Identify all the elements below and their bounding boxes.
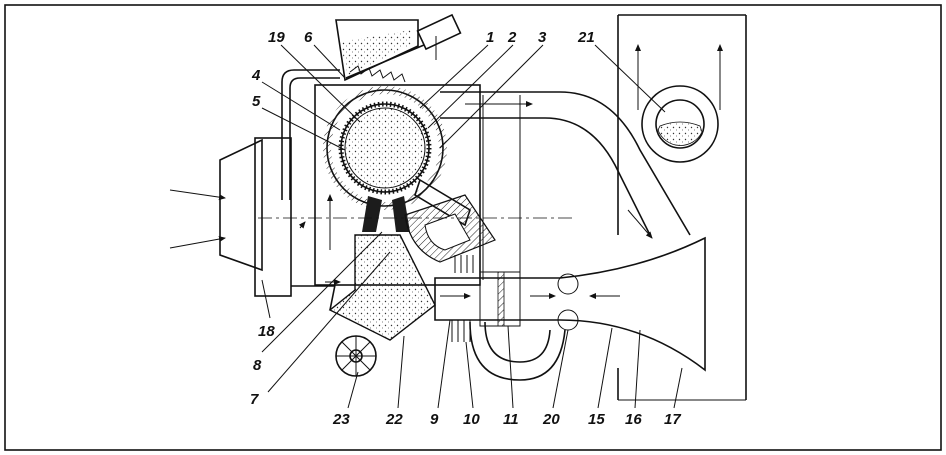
rotary-drum (323, 86, 447, 210)
outer-frame (4, 4, 942, 451)
label-9: 9 (430, 411, 439, 428)
exhaust-stack (617, 14, 747, 401)
label-16: 16 (625, 411, 642, 428)
leader-lines (261, 44, 683, 409)
label-4: 4 (251, 67, 261, 84)
label-5: 5 (252, 93, 261, 110)
feed-pipe (281, 69, 340, 200)
upper-duct (440, 91, 691, 280)
label-19: 19 (268, 29, 285, 46)
label-2: 2 (507, 29, 517, 46)
part-labels: 1 2 3 4 5 6 7 8 9 10 11 15 16 17 18 19 2… (250, 29, 681, 428)
label-23: 23 (332, 411, 350, 428)
ash-chute (328, 234, 436, 341)
label-15: 15 (588, 411, 605, 428)
hopper (335, 13, 462, 83)
venturi-tube (434, 236, 706, 372)
label-6: 6 (304, 29, 313, 46)
inspection-port-21 (641, 85, 719, 163)
burner-throat (362, 196, 410, 232)
intake-duct (169, 137, 335, 297)
rotary-valve-23 (335, 335, 377, 377)
label-7: 7 (250, 391, 259, 408)
label-8: 8 (253, 357, 262, 374)
label-3: 3 (538, 29, 547, 46)
label-18: 18 (258, 323, 275, 340)
label-21: 21 (577, 29, 595, 46)
label-20: 20 (542, 411, 560, 428)
label-10: 10 (463, 411, 480, 428)
label-1: 1 (486, 29, 494, 46)
label-17: 17 (664, 411, 681, 428)
heat-fins (451, 255, 474, 342)
lower-bend (469, 321, 566, 381)
label-22: 22 (385, 411, 403, 428)
label-11: 11 (503, 411, 519, 428)
return-duct (404, 178, 496, 263)
